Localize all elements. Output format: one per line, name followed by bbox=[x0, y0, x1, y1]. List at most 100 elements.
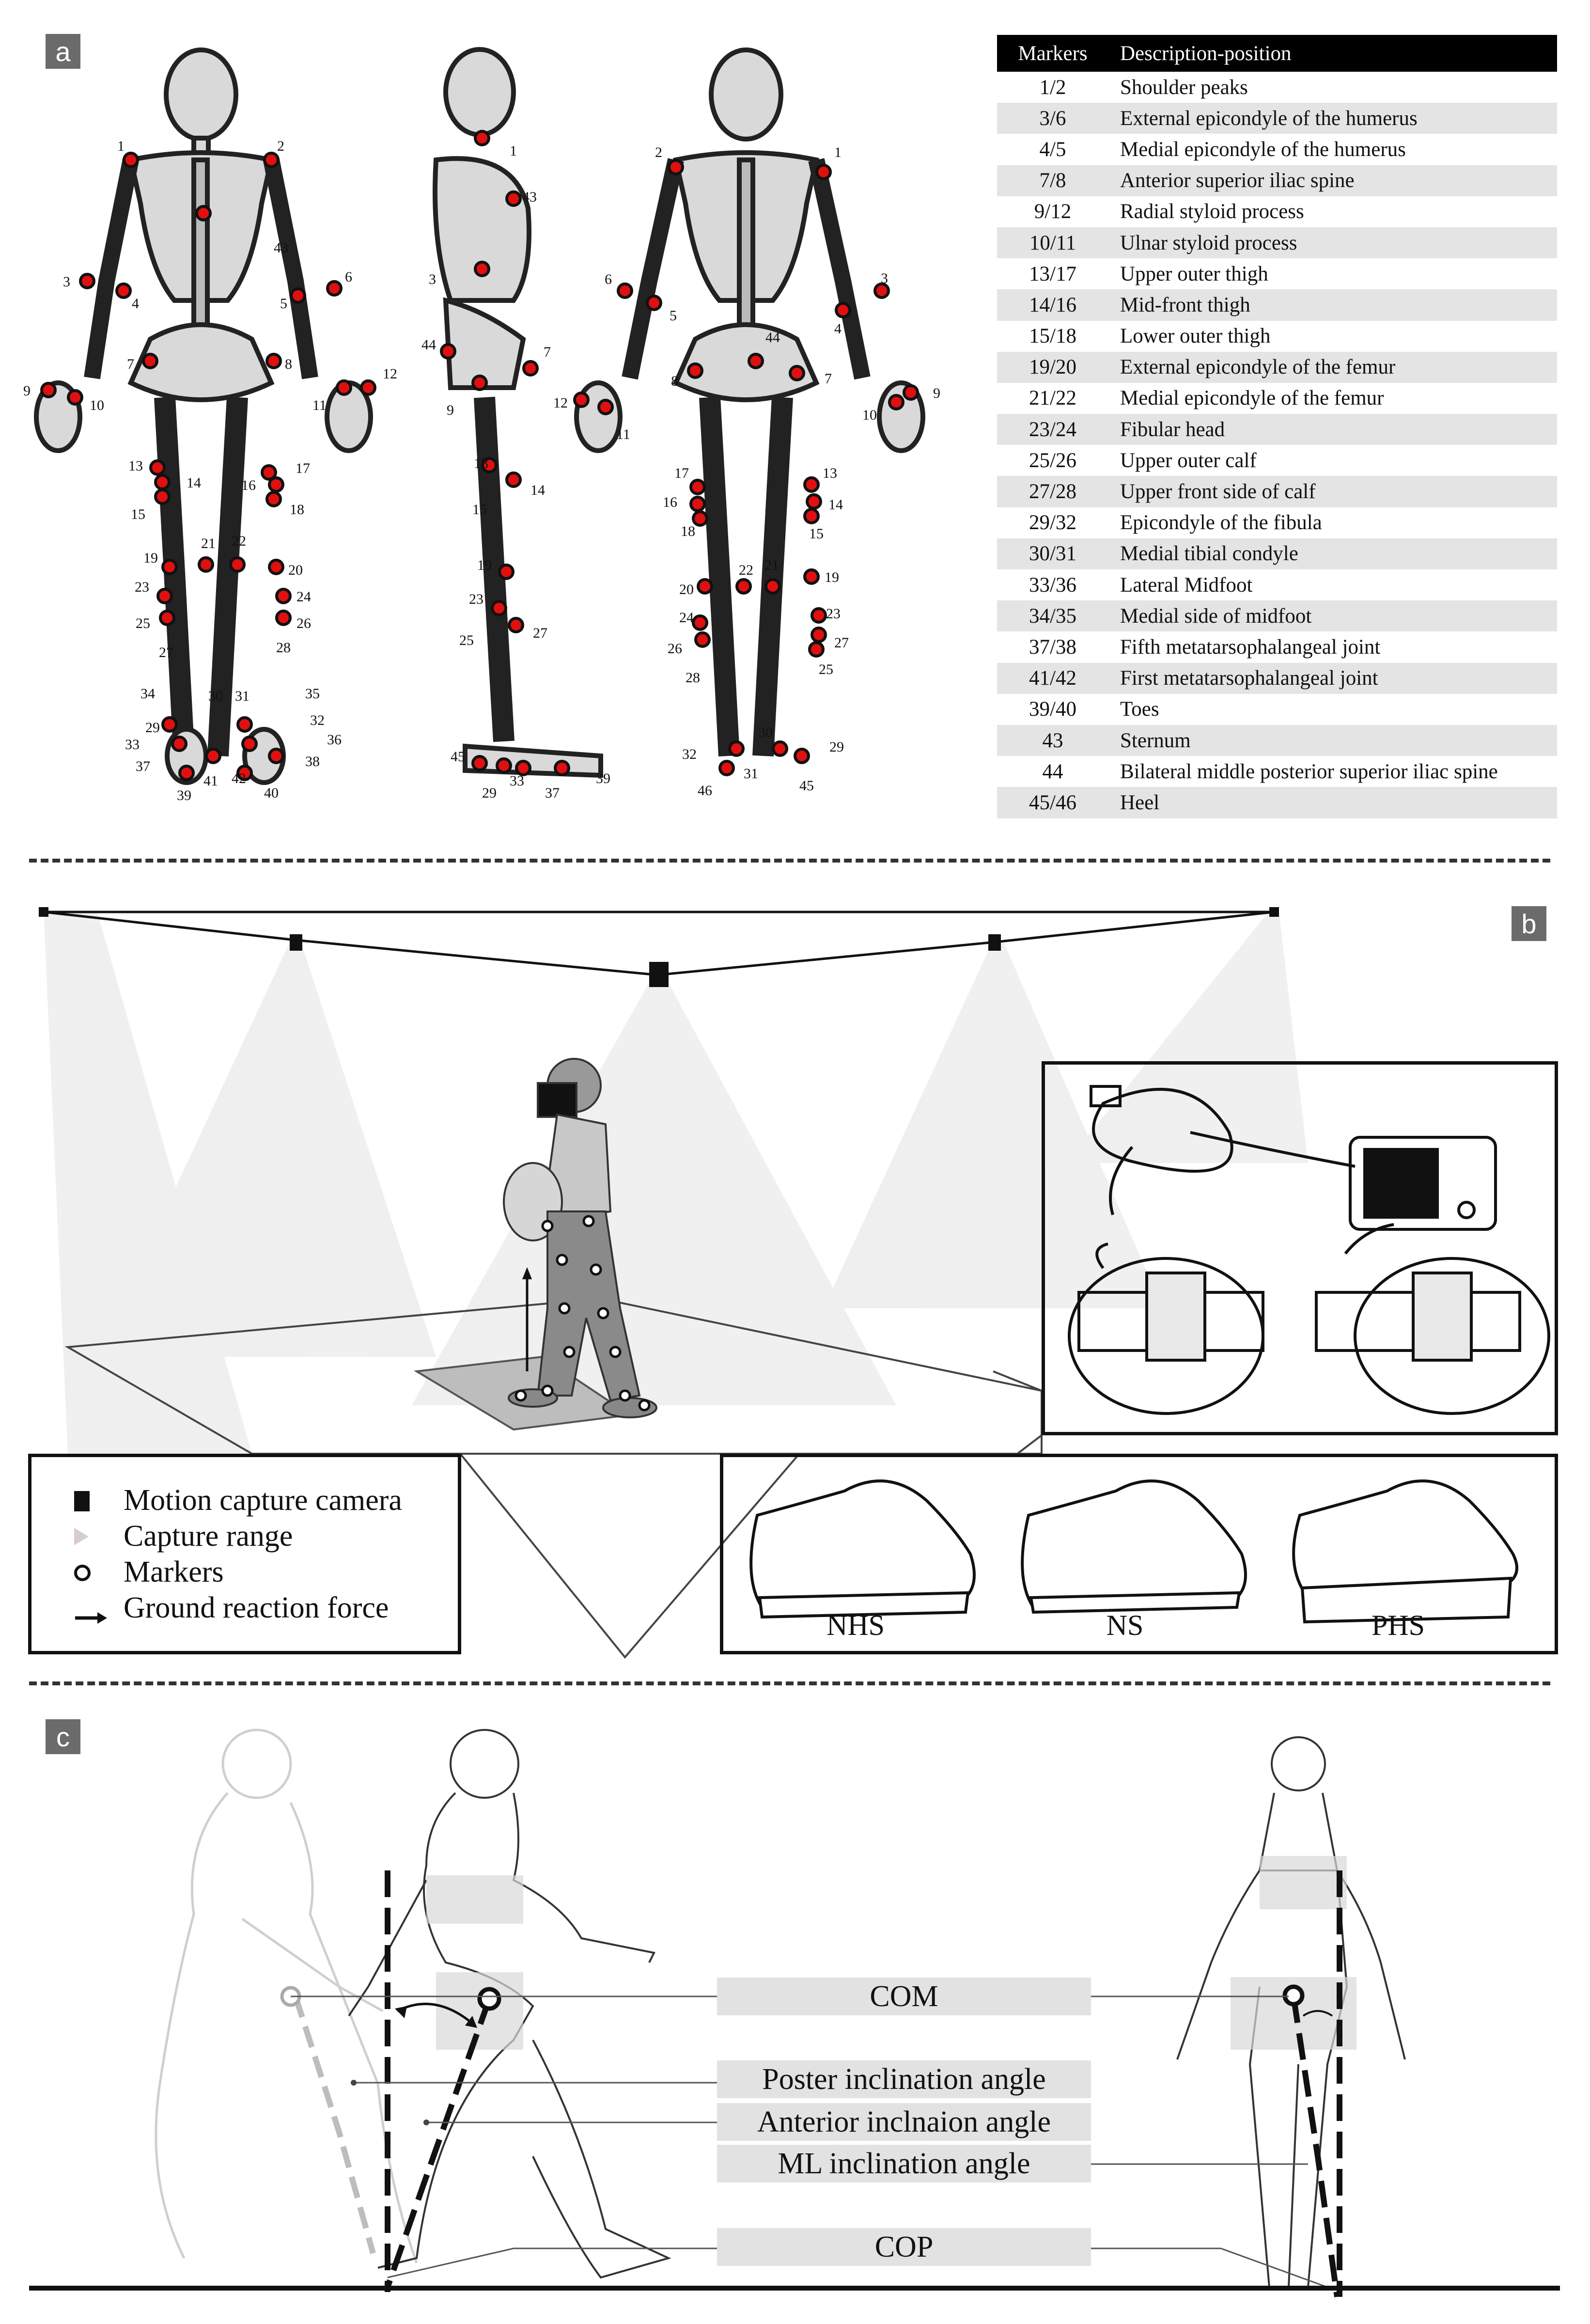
skeleton-figures bbox=[34, 47, 925, 785]
marker-num: 29 bbox=[482, 785, 497, 801]
marker-description-cell: Sternum bbox=[1108, 724, 1557, 756]
legend-range: Capture range bbox=[124, 1520, 293, 1553]
marker-id-cell: 37/38 bbox=[1029, 635, 1076, 659]
marker-description-cell: External epicondyle of the femur bbox=[1108, 351, 1557, 383]
marker-num: 43 bbox=[522, 189, 537, 205]
marker-num: 19 bbox=[825, 569, 839, 585]
marker-num: 3 bbox=[429, 271, 436, 287]
marker-description-cell: Toes bbox=[1120, 698, 1159, 721]
device-connector-lines bbox=[993, 1370, 1043, 1455]
marker-id-cell: 4/5 bbox=[1039, 138, 1066, 161]
marker-description-cell: Lower outer thigh bbox=[1120, 325, 1271, 348]
marker-description-cell: First metatarsophalangeal joint bbox=[1108, 662, 1557, 694]
panel-a-label: a bbox=[46, 34, 80, 69]
marker-num: 40 bbox=[264, 785, 279, 801]
marker-num: 31 bbox=[744, 766, 758, 782]
marker-num: 5 bbox=[280, 296, 287, 312]
divider-b-c bbox=[29, 1681, 1550, 1685]
marker-num: 33 bbox=[510, 773, 524, 789]
marker-num: 11 bbox=[312, 397, 327, 413]
marker-num: 33 bbox=[125, 737, 140, 753]
marker-description-cell: Radial styloid process bbox=[1120, 200, 1304, 223]
marker-num: 2 bbox=[277, 138, 284, 154]
label-com: COM bbox=[717, 1978, 1091, 2015]
marker-num: 18 bbox=[290, 502, 304, 518]
marker-num: 4 bbox=[834, 321, 842, 337]
marker-num: 11 bbox=[616, 426, 630, 442]
marker-num: 1 bbox=[510, 143, 517, 159]
label-cop: COP bbox=[717, 2228, 1091, 2266]
marker-num: 21 bbox=[201, 535, 216, 551]
marker-num: 3 bbox=[63, 274, 70, 290]
table-row: 4/5 Medial epicondyle of the humerus bbox=[997, 134, 1557, 165]
marker-num: 15 bbox=[809, 526, 824, 542]
marker-num: 37 bbox=[545, 785, 560, 801]
marker-num: 25 bbox=[819, 661, 833, 677]
marker-num: 15 bbox=[472, 502, 487, 518]
marker-num: 41 bbox=[203, 773, 218, 789]
marker-description-cell: Heel bbox=[1108, 787, 1557, 818]
marker-num: 22 bbox=[232, 533, 246, 549]
marker-num: 44 bbox=[765, 330, 780, 345]
marker-description-cell: Upper front side of calf bbox=[1108, 476, 1557, 507]
panel-b-label: b bbox=[1512, 906, 1546, 941]
marker-num: 25 bbox=[459, 632, 474, 648]
marker-description-cell: Upper outer calf bbox=[1120, 449, 1257, 472]
marker-description-cell: Mid-front thigh bbox=[1108, 289, 1557, 321]
marker-num: 27 bbox=[533, 625, 547, 641]
marker-num: 6 bbox=[345, 269, 352, 285]
marker-description-cell: Upper outer thigh bbox=[1120, 262, 1268, 285]
marker-num: 24 bbox=[679, 610, 694, 626]
side-skeleton bbox=[433, 47, 603, 778]
label-anterior-inclination: Anterior inclnaion angle bbox=[717, 2103, 1091, 2141]
marker-num: 19 bbox=[477, 557, 492, 573]
marker-id-cell: 33/36 bbox=[1029, 573, 1076, 597]
shoe-label-phs: PHS bbox=[1371, 1609, 1425, 1641]
marker-num: 9 bbox=[933, 385, 940, 401]
marker-description-cell: Medial epicondyle of the femur bbox=[1120, 387, 1384, 410]
marker-num: 17 bbox=[296, 460, 310, 476]
legend-grf: Ground reaction force bbox=[124, 1591, 389, 1624]
marker-id-cell: 23/24 bbox=[997, 414, 1108, 445]
marker-description-cell: Medial epicondyle of the humerus bbox=[1120, 138, 1406, 161]
marker-num: 45 bbox=[799, 778, 814, 794]
capture-scene bbox=[39, 907, 1308, 1659]
marker-num: 13 bbox=[823, 465, 837, 481]
table-row: 9/12 Radial styloid process bbox=[997, 196, 1557, 227]
marker-num: 32 bbox=[310, 712, 325, 728]
marker-num: 27 bbox=[159, 644, 173, 660]
marker-id-cell: 9/12 bbox=[1034, 200, 1072, 223]
marker-num: 14 bbox=[187, 475, 201, 491]
marker-num: 28 bbox=[686, 670, 700, 686]
marker-num: 13 bbox=[474, 455, 488, 471]
marker-id-cell: 39/40 bbox=[1029, 698, 1076, 721]
camera-marks bbox=[39, 907, 1279, 987]
shoe-illustrations bbox=[749, 1479, 1518, 1624]
marker-num: 5 bbox=[670, 308, 677, 324]
marker-num: 15 bbox=[131, 506, 145, 522]
marker-dots bbox=[40, 130, 919, 781]
marker-num: 16 bbox=[241, 477, 256, 493]
marker-num: 24 bbox=[296, 589, 311, 605]
marker-num: 4 bbox=[132, 296, 139, 312]
marker-id-cell: 14/16 bbox=[997, 289, 1108, 321]
wearable-device-panel bbox=[1042, 1061, 1558, 1435]
legend-box: Motion capture camera Capture range Mark… bbox=[28, 1454, 461, 1654]
marker-num: 35 bbox=[305, 686, 320, 702]
marker-num: 27 bbox=[834, 635, 849, 651]
marker-num: 46 bbox=[698, 783, 712, 799]
marker-id-cell: 30/31 bbox=[997, 538, 1108, 569]
marker-icon bbox=[74, 1565, 91, 1581]
